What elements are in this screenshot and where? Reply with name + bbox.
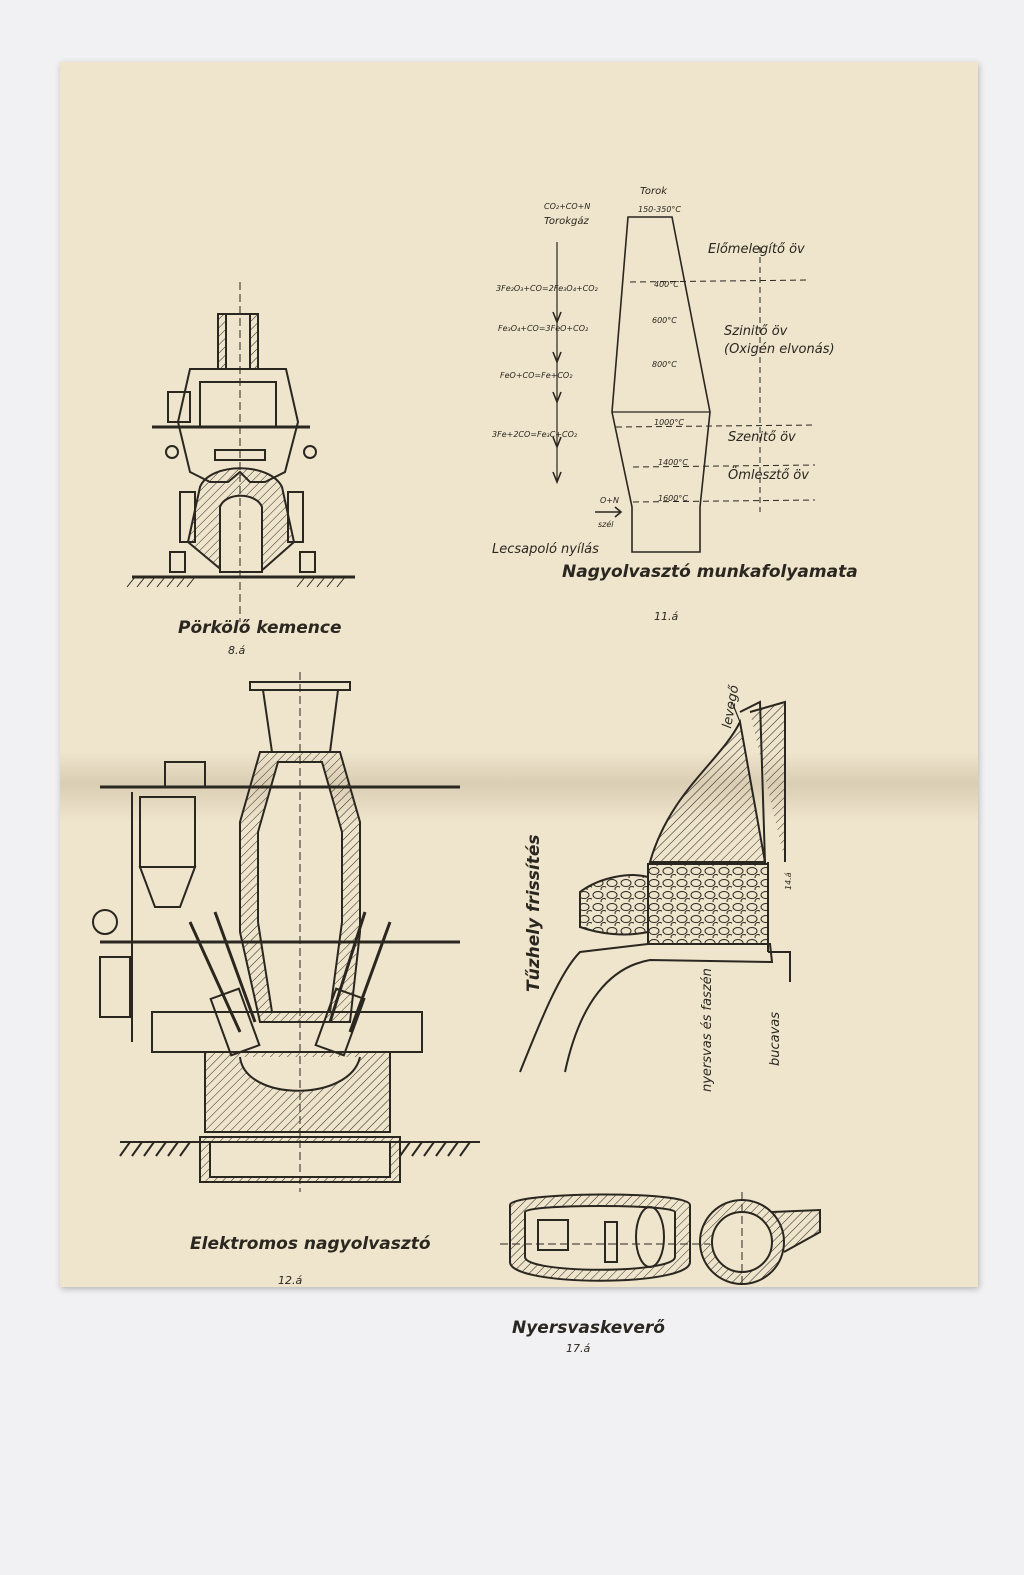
reaction-4: 3Fe+2CO=Fe₃C+CO₂ (492, 430, 578, 439)
zone-oxigen-elvonas: (Oxigén elvonás) (724, 342, 835, 357)
nyersvaskevero-caption: Nyersvaskeverő (512, 1318, 665, 1338)
temp-1400: 1400°C (658, 458, 688, 467)
top-gas-formula: CO₂+CO+N (544, 202, 591, 211)
bucavas-label: bucavas (768, 1011, 783, 1066)
throat-temp: 150-350°C (638, 205, 682, 214)
zone-szinito: Szinitő öv (724, 324, 788, 339)
temp-400: 400°C (654, 280, 679, 289)
elektromos-caption: Elektromos nagyolvasztó (190, 1234, 431, 1254)
reaction-2: Fe₃O₄+CO=3FeO+CO₂ (498, 324, 589, 333)
temp-800: 800°C (652, 360, 677, 369)
wind-label: szél (598, 520, 614, 529)
pig-iron-charcoal-label: nyersvas és faszén (700, 968, 715, 1092)
technical-drawings (92, 216, 821, 1287)
paper-sheet: Pörkölő kemence 8.á CO₂+CO+N Torokgáz To… (60, 62, 978, 1355)
tuzhely-caption: Tűzhely frissítés (524, 834, 544, 993)
zone-omleszto: Ömlesztő öv (728, 468, 809, 483)
top-gas-label: Torokgáz (544, 216, 589, 227)
temp-600: 600°C (652, 316, 677, 325)
reaction-1: 3Fe₂O₃+CO=2Fe₃O₄+CO₂ (496, 284, 598, 293)
tuzhely-frissites-drawing (519, 700, 791, 1073)
elektromos-number: 12.á (278, 1274, 303, 1287)
temp-1600: 1600°C (658, 494, 688, 503)
tuzhely-number: 14.á (784, 872, 793, 890)
throat-label: Torok (640, 186, 668, 197)
elektromos-nagyolvaszto-drawing (92, 672, 480, 1192)
tap-hole-label: Lecsapoló nyílás (492, 542, 599, 557)
nagyolvaszto-number: 11.á (654, 610, 679, 623)
porkolo-kemence-drawing (126, 282, 355, 622)
nyersvaskevero-number: 17.á (566, 1342, 591, 1355)
temp-1000: 1000°C (654, 418, 684, 427)
zone-szenito: Szenitő öv (728, 430, 796, 445)
reaction-3: FeO+CO=Fe+CO₂ (500, 371, 573, 380)
zone-elomelegito: Előmelegítő öv (708, 242, 805, 257)
nyersvaskevero-drawing (500, 1192, 821, 1287)
porkolo-caption: Pörkölő kemence (178, 618, 342, 638)
nagyolvaszto-profile (552, 216, 816, 553)
nagyolvaszto-caption: Nagyolvasztó munkafolyamata (562, 562, 858, 582)
wind-formula: O+N (600, 496, 619, 505)
porkolo-number: 8.á (228, 644, 246, 657)
